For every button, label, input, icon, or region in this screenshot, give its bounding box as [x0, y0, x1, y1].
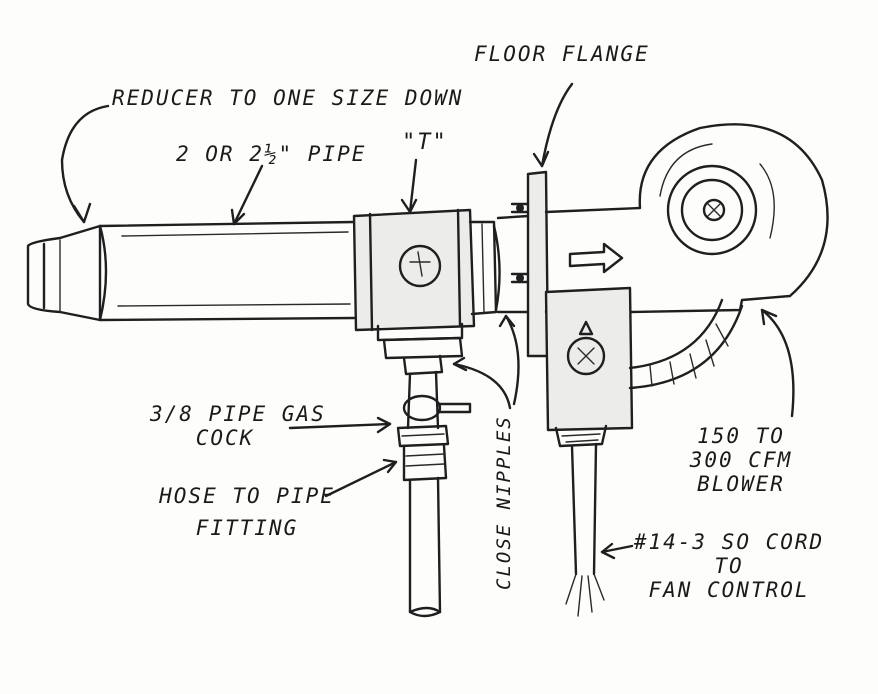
cord-label: #14-3 SO CORD TO FAN CONTROL	[622, 530, 836, 602]
floor-flange-label: FLOOR FLANGE	[474, 42, 650, 66]
tee-label: "T"	[402, 130, 448, 155]
close-nipples-label-box: CLOSE NIPPLES	[485, 405, 525, 590]
pipe-label: 2 OR 2½" PIPE	[176, 142, 367, 166]
flex-conduit	[628, 298, 744, 390]
cord-label-line3: FAN CONTROL	[648, 578, 810, 603]
close-nipples-label: CLOSE NIPPLES	[493, 415, 515, 590]
close-nipple	[468, 220, 501, 316]
tee-fitting	[352, 208, 476, 342]
gas-cock	[382, 336, 472, 448]
hose	[402, 444, 448, 618]
hose-label-line2: FITTING	[195, 516, 299, 541]
blower-label-line3: BLOWER	[697, 472, 785, 497]
main-pipe	[98, 220, 356, 322]
blower-label-line1: 150 TO	[697, 424, 785, 448]
reducer	[26, 224, 102, 322]
cord-label-line2: TO	[714, 554, 744, 579]
gas-cock-label-line2: COCK	[195, 426, 255, 451]
control-box	[544, 286, 634, 448]
blower-label: 150 TO 300 CFM BLOWER	[656, 424, 826, 496]
hose-label-line1: HOSE TO PIPE	[159, 484, 335, 508]
leader-lines	[60, 82, 795, 560]
cord-label-line1: #14-3 SO CORD	[633, 530, 825, 554]
blower-label-line2: 300 CFM	[689, 448, 793, 473]
power-cord	[565, 442, 605, 617]
blower-housing	[544, 123, 829, 314]
reducer-label: REDUCER TO ONE SIZE DOWN	[112, 86, 464, 110]
floor-flange	[496, 170, 550, 358]
gas-cock-label: 3/8 PIPE GAS COCK	[150, 402, 326, 451]
hose-label: HOSE TO PIPE FITTING	[152, 484, 342, 540]
gas-cock-label-line1: 3/8 PIPE GAS	[150, 402, 326, 426]
